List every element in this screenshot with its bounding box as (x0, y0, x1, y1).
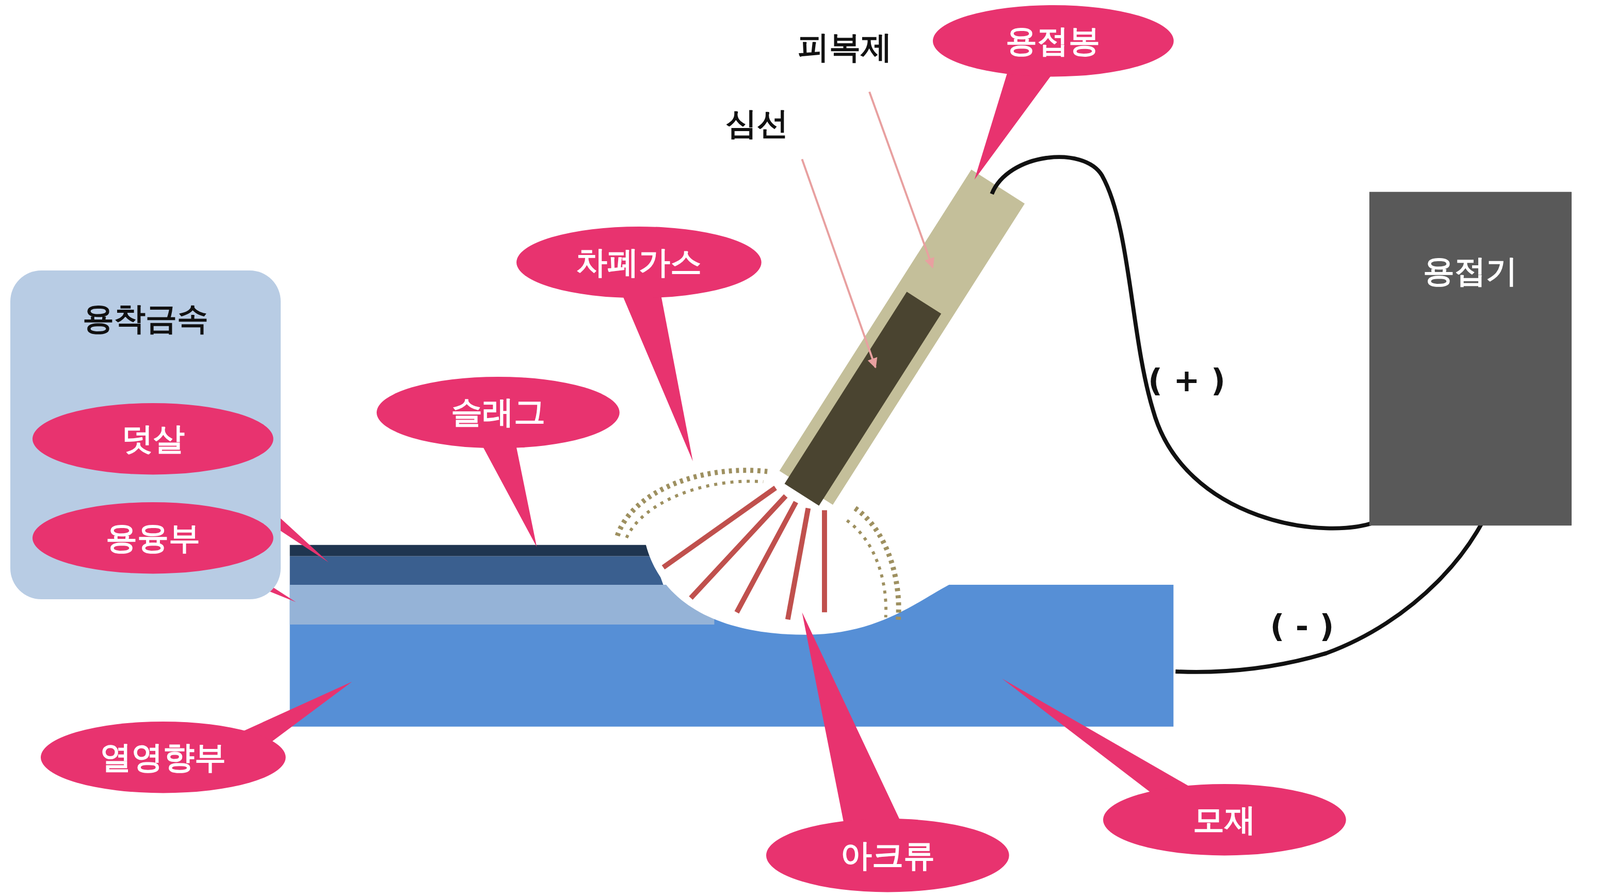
polarity-label: ( - ) (1269, 607, 1334, 644)
callout-bubble: 용융부 (32, 502, 274, 574)
node-title: 용접기 (1369, 191, 1572, 293)
arc-line (821, 510, 828, 613)
ellipse-shape (932, 5, 1174, 77)
welder-body (1369, 191, 1572, 526)
fusion-zone (289, 584, 715, 625)
callout-tail (477, 436, 538, 547)
part-label: 피복제 (797, 25, 893, 69)
callout-label: 용접봉 (1005, 19, 1101, 63)
ellipse-shape (376, 376, 620, 448)
leader-line (801, 158, 876, 367)
ellipse-shape (32, 502, 274, 574)
callout-tail (801, 611, 902, 829)
leader-line (869, 91, 933, 268)
ellipse-shape (1103, 783, 1347, 855)
core-wire (784, 291, 942, 506)
reinforcement (289, 556, 664, 585)
callout-tails (171, 63, 1206, 829)
callout-label: 아크류 (840, 833, 935, 877)
callout-label: 모재 (1192, 798, 1256, 842)
callout-label: 슬래그 (450, 390, 546, 434)
callout-bubble: 차폐가스 (516, 226, 762, 298)
group-panel: 용착금속덧살용융부 (10, 270, 281, 600)
callout-tail (974, 63, 1058, 180)
ellipse-shape (766, 818, 1010, 892)
callout-label: 덧살 (121, 417, 185, 461)
callout-label: 차폐가스 (575, 240, 702, 284)
part-label: 심선 (725, 102, 789, 145)
callout-tail (1001, 678, 1207, 802)
ellipse-shape (40, 721, 286, 793)
callout-label: 용융부 (105, 516, 201, 560)
callout-bubble: 열영향부 (40, 721, 286, 793)
callout-bubble: 용접봉 (932, 5, 1174, 77)
callout-bubble: 덧살 (32, 402, 274, 475)
node-title: 용착금속 (10, 270, 281, 341)
shield-gas-outline (617, 470, 768, 536)
arc-stream (663, 487, 824, 620)
shield-gas-outline (846, 520, 886, 618)
shield-gas-outline (854, 508, 899, 623)
arc-line (787, 508, 809, 620)
callout-label: 열영향부 (100, 735, 226, 779)
polarity-label: ( + ) (1148, 361, 1226, 398)
slag-layer (289, 544, 654, 557)
ellipse-shape (32, 402, 274, 475)
electrode (774, 169, 1025, 512)
ellipse-shape (516, 226, 762, 298)
callout-bubble: 슬래그 (376, 376, 620, 448)
arc-line (736, 502, 797, 613)
callout-bubble: 아크류 (766, 818, 1010, 892)
welder-box: 용접기 (1369, 191, 1572, 526)
callout-tail (618, 285, 693, 462)
callout-bubble: 모재 (1103, 783, 1347, 855)
